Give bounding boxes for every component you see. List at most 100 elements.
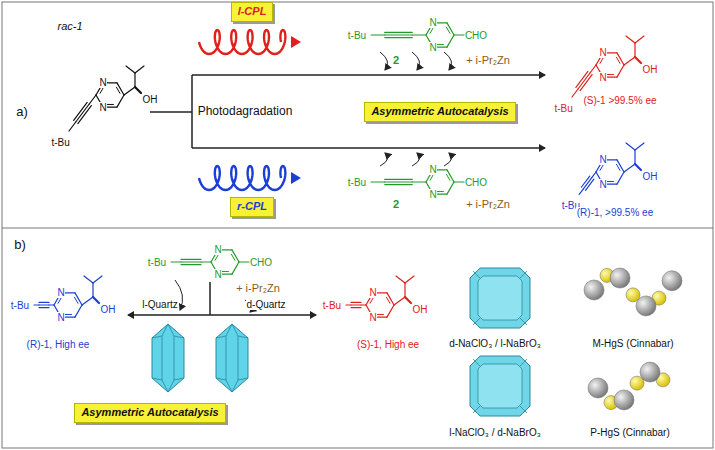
text-label: d-Quartz [246,299,287,310]
bond-line [76,104,90,122]
crystal-edge [152,378,162,380]
highlight-box: Asymmetric Autocatalysis [74,403,225,422]
crystal-edge [520,406,527,413]
bond-line [89,95,96,104]
bond-line [617,65,624,77]
atom-label: N [57,287,64,298]
curly-arrow [412,52,420,70]
atom-label: N [99,77,106,88]
sodium-chlorate-crystal [470,356,530,416]
atom-label: N [599,47,606,58]
text-label: rac-1 [56,20,83,32]
mercury-atom [662,271,682,291]
bond-line [624,57,635,65]
crystal-edge [174,378,184,380]
bond-line [446,27,449,33]
bond-line [635,36,644,43]
bond-line [590,65,596,73]
highlight-box: l-CPL [231,2,274,21]
text-label: d-NaClO₃ / l-NaBrO₃ [448,338,542,349]
bond-line [634,43,635,57]
bond-line [181,259,201,260]
atom-label: N [599,72,606,83]
bond-line [124,87,135,95]
atom-label: N [57,312,64,323]
text-label: 2 [392,198,400,210]
text-label: 2 [392,54,400,66]
crystal-edge [168,324,174,336]
bond-line [116,87,119,93]
bond-line [75,293,82,305]
text-label: M-HgS (Cinnabar) [591,338,674,349]
curly-arrow [444,153,452,166]
crystal-face [478,276,522,320]
crystal-edge [216,336,226,338]
box-text: Asymmetric Autocatalysis [371,105,508,117]
bond-line [351,307,361,308]
mercury-atom [640,362,660,382]
bond-line [387,293,394,305]
bond-line [75,305,82,317]
atom-label: t-Bu [348,177,366,188]
atom-label: t-Bu [51,137,69,148]
bond-line [576,71,588,87]
atom-label: OH [143,94,158,105]
bond-line [78,106,92,124]
reaction-arrow [150,111,192,113]
bond-line [232,262,239,274]
curly-arrow [412,153,420,166]
atom-label: CHO [465,30,487,41]
bond-line [446,174,449,180]
bond-line [201,261,211,262]
bond-line [635,164,641,170]
crystal-edge [238,378,248,380]
bond-line [231,254,234,260]
atom-label: OH [413,304,428,315]
bond-line [572,89,578,97]
bond-line [126,66,135,73]
box-text: r-CPL [237,200,267,212]
crystal-edge [473,271,480,278]
bond-line [580,75,592,91]
reaction-arrow [210,314,316,316]
bond-line [394,297,405,305]
bond-line [387,305,394,317]
crystal-edge [174,336,175,380]
curly-arrow [380,153,388,166]
bond-line [578,73,590,89]
atom-label: OH [101,304,116,315]
atom-label: t-Bu [348,30,366,41]
bond-line [617,53,624,65]
mercury-atom [584,280,604,300]
text-label: b) [13,238,27,252]
bond-line [447,23,454,35]
atom-label: N [214,244,221,255]
highlight-box: r-CPL [230,197,274,216]
bond-line [74,102,88,120]
bond-line [181,261,201,262]
bond-line [385,179,413,180]
cpl-helix [199,166,285,190]
atom-label: t-Bu [554,103,572,114]
bond-line [404,283,405,297]
atom-label: t-Bu [323,300,341,311]
atom-label: N [369,287,376,298]
text-label: (R)-1, >99.5% ee [576,207,654,218]
bond-line [634,150,635,164]
bond-line [371,34,385,35]
bond-line [135,87,141,93]
text-label: (S)-1 >99.5% ee [582,95,657,106]
bond-line [65,314,72,315]
bond-line [617,172,624,184]
atom-label: N [429,17,436,28]
quartz-crystal [152,324,184,392]
bond-line [592,172,596,178]
bond-line [385,184,413,185]
crystal-edge [226,336,227,380]
mercury-atom [614,390,634,410]
bond-line [581,176,589,187]
atom-label: OH [643,64,658,75]
quartz-crystal [216,324,248,392]
bond-line [135,66,144,73]
bond-line [69,122,76,131]
